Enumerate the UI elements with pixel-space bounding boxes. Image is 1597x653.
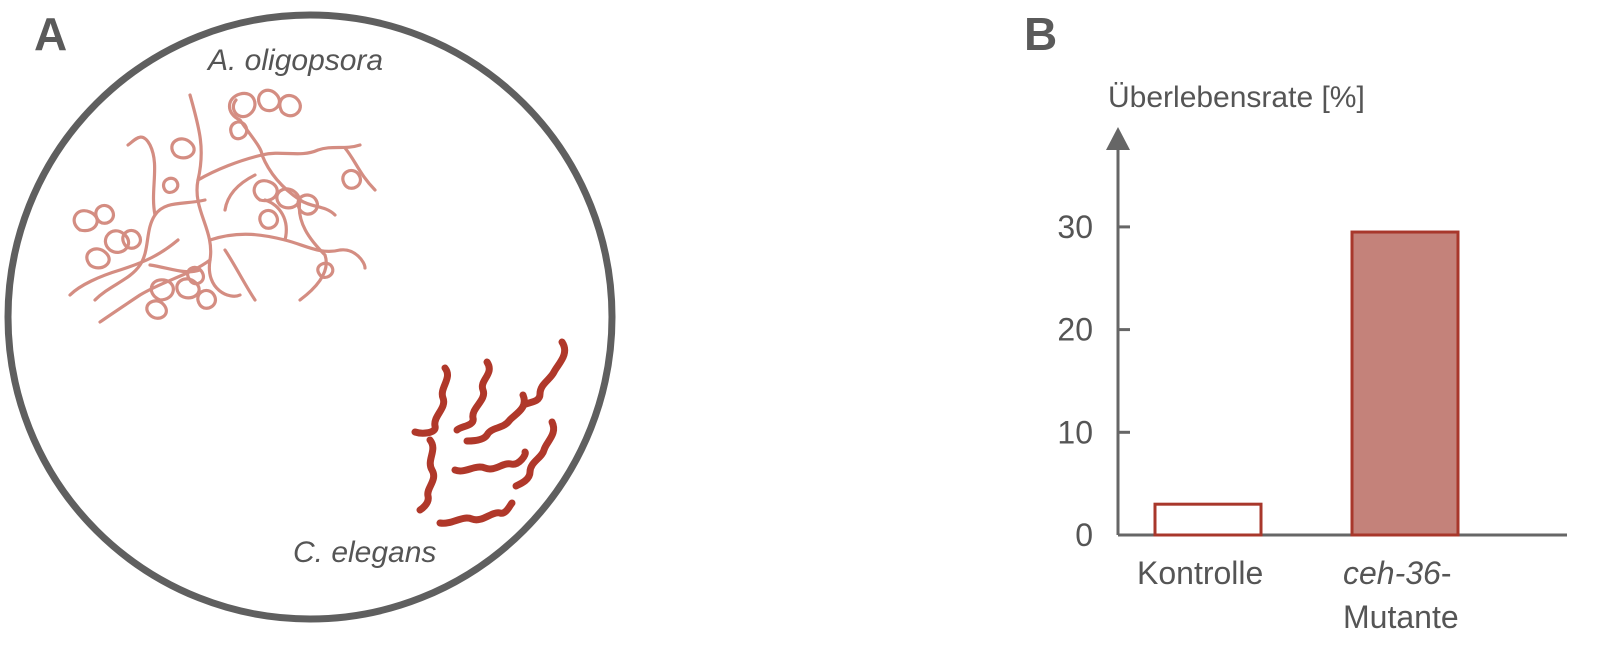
- panel-b: B Überlebensrate [%] 0 10 20 30 Kontrolle ce…: [1024, 8, 1567, 635]
- fungus-label: A. oligopsora: [206, 44, 383, 77]
- category-labels: Kontrolle ceh-36- Mutante: [1137, 555, 1459, 635]
- panel-b-label: B: [1024, 8, 1057, 60]
- bar-kontrolle: [1153, 502, 1263, 537]
- petri-dish: [4, 11, 616, 623]
- bar-mutante: [1350, 230, 1460, 537]
- worm-cluster: [411, 338, 569, 527]
- panel-a: A: [4, 8, 616, 623]
- y-axis-arrow: [1106, 127, 1130, 150]
- category-label: Mutante: [1343, 599, 1459, 635]
- bars: [1153, 230, 1460, 537]
- y-tick-label: 10: [1057, 414, 1093, 450]
- category-label: Kontrolle: [1137, 555, 1263, 591]
- worm-label: C. elegans: [293, 536, 436, 569]
- y-tick-label: 30: [1057, 209, 1093, 245]
- category-label: ceh-36-: [1343, 555, 1452, 591]
- panel-a-label: A: [34, 8, 67, 60]
- y-tick-label: 20: [1057, 312, 1093, 348]
- y-ticks: 0 10 20 30: [1057, 209, 1130, 553]
- fungus-network: [68, 88, 377, 324]
- y-axis-label: Überlebensrate [%]: [1108, 81, 1365, 114]
- y-tick-label: 0: [1075, 517, 1093, 553]
